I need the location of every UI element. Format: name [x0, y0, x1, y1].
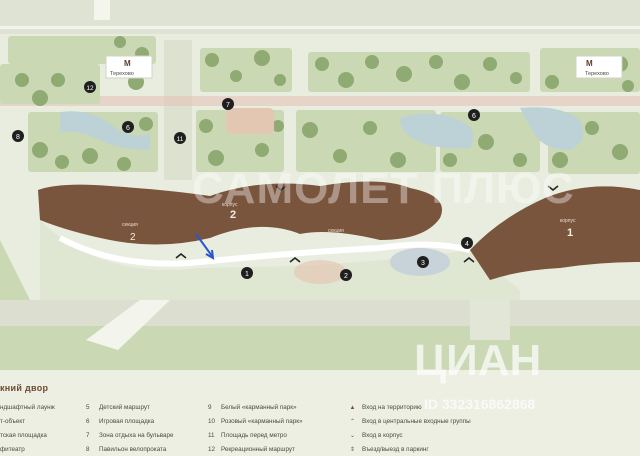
svg-text:8: 8	[16, 134, 20, 141]
svg-text:1: 1	[245, 271, 249, 278]
marker-11: 11	[174, 132, 186, 144]
svg-text:2: 2	[344, 273, 348, 280]
legend-symbol: ▲Вход на территорию	[349, 404, 422, 411]
trees	[15, 36, 634, 171]
building-korpus-2	[38, 181, 442, 245]
section-left-label: секция	[122, 222, 138, 228]
svg-text:6: 6	[126, 125, 130, 132]
marker-12: 12	[84, 81, 96, 93]
svg-text:7: 7	[226, 102, 230, 109]
chevron-up-icon: ⌃	[349, 419, 356, 425]
korpus-2-label: корпус	[222, 202, 238, 208]
marker-1: 1	[241, 267, 253, 279]
annotation-arrow	[195, 233, 213, 257]
marker-6-left: 6	[122, 121, 134, 133]
playground-pad	[226, 108, 274, 134]
marker-7: 7	[222, 98, 234, 110]
legend-symbol: ⇕Въезд/выезд в паркинг	[349, 446, 429, 453]
svg-text:4: 4	[465, 241, 469, 248]
metro-name: Терехово	[585, 71, 609, 77]
marker-3: 3	[417, 256, 429, 268]
lower-road	[0, 300, 640, 326]
section-right-number: 1	[336, 236, 342, 247]
section-right-label: секция	[328, 228, 344, 234]
svg-text:3: 3	[421, 260, 425, 267]
metro-entrance-right: M Терехово	[575, 55, 623, 79]
courtyard	[40, 220, 520, 300]
marker-8: 8	[12, 130, 24, 142]
legend-item: фитеатр	[0, 446, 25, 453]
svg-text:12: 12	[86, 85, 94, 92]
marker-2: 2	[340, 269, 352, 281]
svg-text:6: 6	[472, 113, 476, 120]
metro-symbol: M	[586, 59, 593, 68]
legend-item: т-объект	[0, 418, 26, 425]
marker-4: 4	[461, 237, 473, 249]
svg-text:11: 11	[177, 136, 184, 143]
legend-symbol: ⌄Вход в корпус	[349, 432, 403, 439]
korpus-1-number: 1	[567, 227, 573, 239]
legend-item: тская площадка	[0, 432, 47, 439]
map-markers: 1 2 3 4 6 7 8 11 12 6	[12, 81, 480, 281]
house-icon: ▲	[349, 405, 356, 411]
metro-entrance-left: M Терехово	[105, 55, 153, 79]
metro-name: Терехово	[110, 71, 134, 77]
ponds	[60, 107, 584, 150]
legend-symbol: ⌃Вход в центральные входные группы	[349, 418, 471, 425]
section-left-number: 2	[130, 232, 136, 243]
crosswalk	[164, 40, 192, 180]
legend-item: ндшафтный лаунж	[0, 404, 55, 411]
entrance-chevrons	[175, 185, 559, 263]
korpus-1-label: корпус	[560, 218, 576, 224]
building-korpus-1	[470, 186, 640, 280]
marker-6-right: 6	[468, 109, 480, 121]
metro-symbol: M	[124, 59, 131, 68]
chevron-down-icon: ⌄	[349, 433, 356, 439]
double-chevron-icon: ⇕	[349, 447, 356, 453]
legend-title: кний двор	[0, 383, 49, 393]
legend-panel	[0, 370, 640, 456]
korpus-2-number: 2	[230, 209, 236, 221]
